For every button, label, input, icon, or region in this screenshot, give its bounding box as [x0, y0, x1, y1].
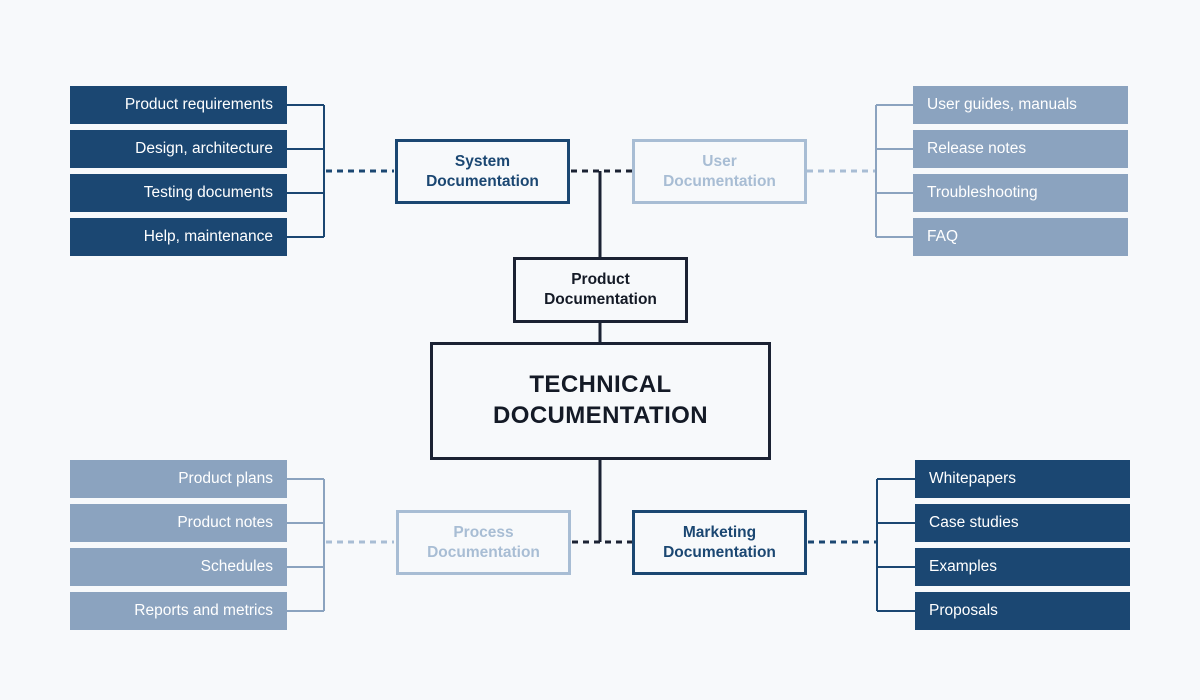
list-item-user-4[interactable]: FAQ [913, 218, 1128, 256]
list-item-label: FAQ [927, 228, 959, 246]
category-user-documentation[interactable]: User Documentation [632, 139, 807, 204]
list-item-label: Reports and metrics [134, 602, 273, 620]
list-item-label: Product notes [177, 514, 273, 532]
list-item-marketing-3[interactable]: Examples [915, 548, 1130, 586]
list-item-process-3[interactable]: Schedules [70, 548, 287, 586]
node-label-line1: TECHNICAL [529, 371, 672, 399]
list-item-label: Product plans [178, 470, 273, 488]
list-item-marketing-2[interactable]: Case studies [915, 504, 1130, 542]
list-item-user-2[interactable]: Release notes [913, 130, 1128, 168]
list-item-label: Release notes [927, 140, 1027, 158]
list-item-system-2[interactable]: Design, architecture [70, 130, 287, 168]
list-item-marketing-4[interactable]: Proposals [915, 592, 1130, 630]
list-item-user-3[interactable]: Troubleshooting [913, 174, 1128, 212]
category-label-line2: Documentation [426, 172, 539, 190]
list-item-system-4[interactable]: Help, maintenance [70, 218, 287, 256]
node-technical-documentation[interactable]: TECHNICAL DOCUMENTATION [430, 342, 771, 460]
category-label-line2: Documentation [427, 543, 540, 561]
node-label-line1: Product [571, 271, 630, 289]
list-item-process-1[interactable]: Product plans [70, 460, 287, 498]
list-item-user-1[interactable]: User guides, manuals [913, 86, 1128, 124]
bracket-user [875, 104, 913, 238]
list-item-label: User guides, manuals [927, 96, 1077, 114]
list-item-label: Whitepapers [929, 470, 1017, 488]
category-label-line1: Process [453, 523, 514, 541]
list-item-label: Product requirements [124, 96, 273, 114]
category-label-line2: Documentation [663, 172, 776, 190]
list-item-process-4[interactable]: Reports and metrics [70, 592, 287, 630]
list-item-label: Schedules [200, 558, 273, 576]
list-item-label: Design, architecture [135, 140, 273, 158]
category-system-documentation[interactable]: System Documentation [395, 139, 570, 204]
list-item-label: Help, maintenance [143, 228, 273, 246]
list-item-label: Testing documents [143, 184, 273, 202]
bracket-system [287, 104, 325, 238]
bracket-marketing [876, 478, 915, 612]
category-process-documentation[interactable]: Process Documentation [396, 510, 571, 575]
list-item-label: Case studies [929, 514, 1019, 532]
list-item-label: Troubleshooting [927, 184, 1038, 202]
category-label-line1: Marketing [682, 523, 757, 541]
category-label-line1: System [454, 152, 511, 170]
list-item-label: Examples [929, 558, 998, 576]
node-label-line2: DOCUMENTATION [493, 402, 708, 429]
category-label-line2: Documentation [663, 543, 776, 561]
bracket-process [287, 478, 325, 612]
list-item-process-2[interactable]: Product notes [70, 504, 287, 542]
list-item-label: Proposals [929, 602, 998, 620]
category-marketing-documentation[interactable]: Marketing Documentation [632, 510, 807, 575]
node-label-line2: Documentation [544, 291, 657, 308]
category-label-line1: User [702, 152, 737, 170]
list-item-marketing-1[interactable]: Whitepapers [915, 460, 1130, 498]
list-item-system-1[interactable]: Product requirements [70, 86, 287, 124]
list-item-system-3[interactable]: Testing documents [70, 174, 287, 212]
node-product-documentation[interactable]: Product Documentation [513, 257, 688, 323]
